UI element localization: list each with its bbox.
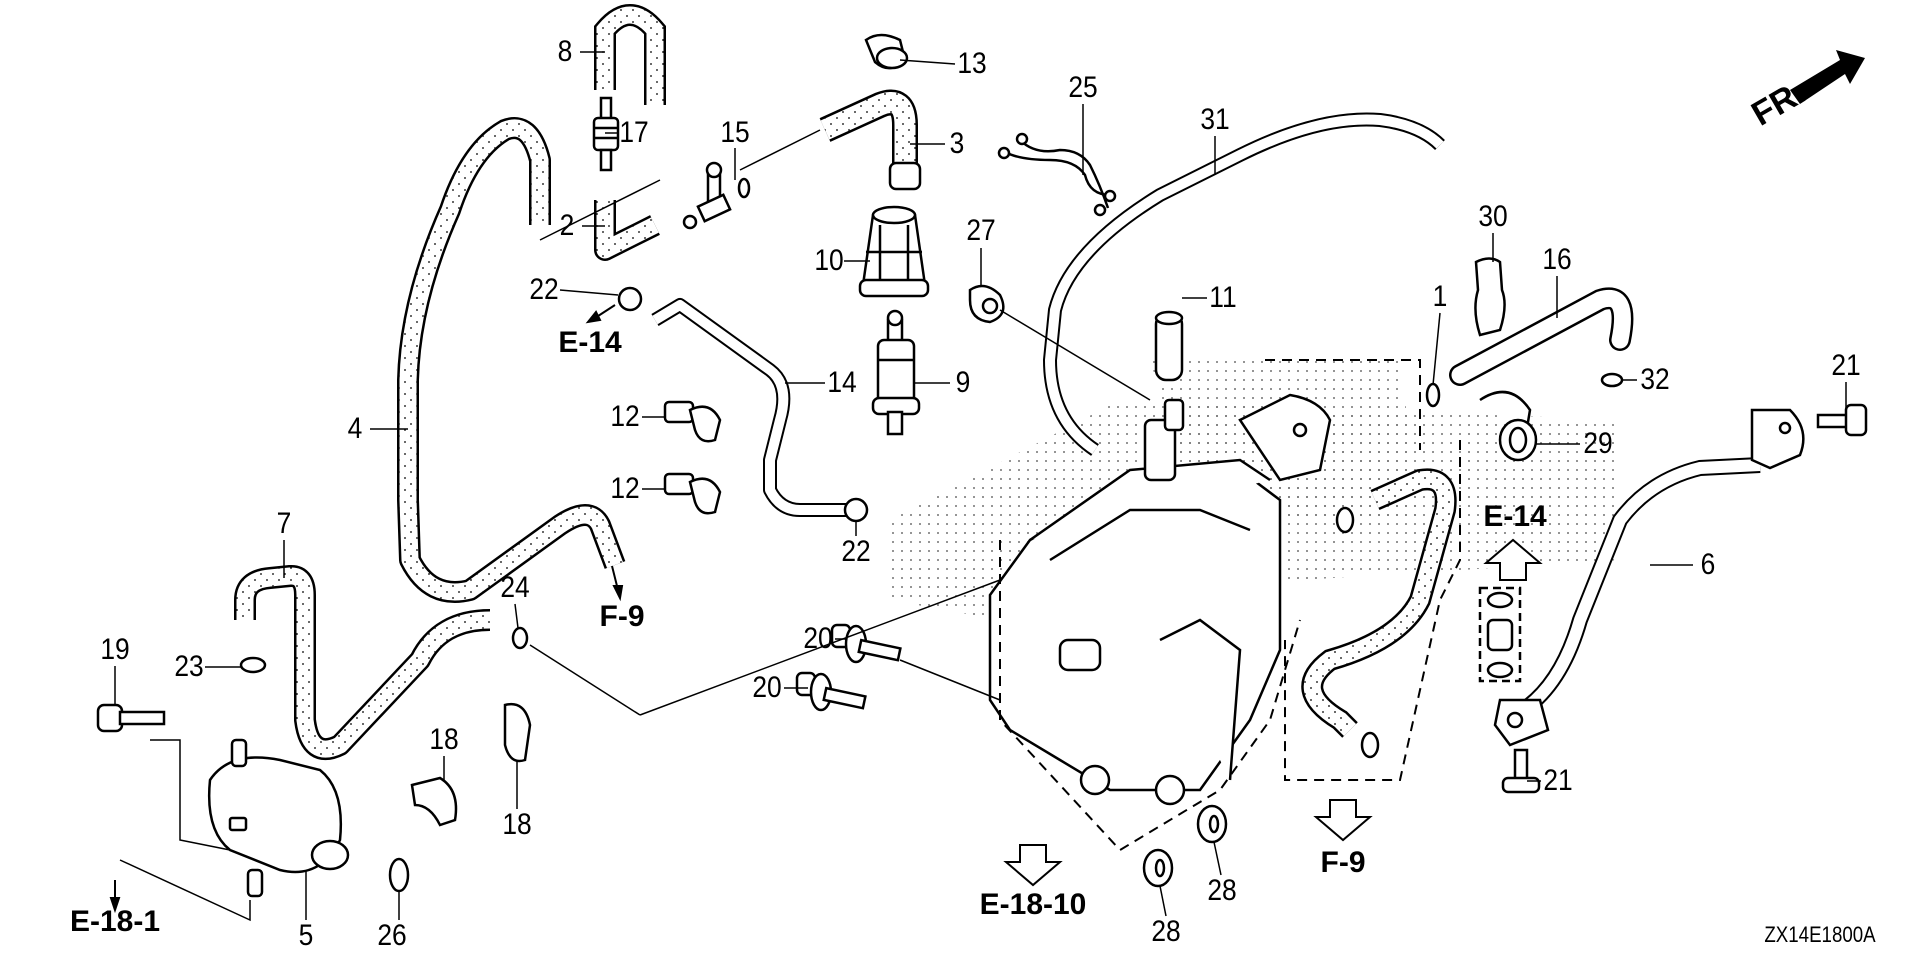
bolt-21-lower[interactable] [1501, 748, 1541, 794]
hose-6-end-fitting [1493, 408, 1805, 747]
hose-3[interactable] [819, 89, 922, 191]
washer-26[interactable] [388, 857, 410, 893]
callout-30[interactable]: 30 [1478, 200, 1508, 233]
section-ref-e18-10[interactable]: E-18-10 [979, 888, 1087, 921]
clip-18-b[interactable] [503, 702, 532, 763]
check-valve-17[interactable] [592, 96, 620, 172]
filter-cup-10[interactable] [858, 205, 930, 298]
callout-22-lower[interactable]: 22 [841, 535, 871, 568]
callout-10[interactable]: 10 [814, 244, 844, 277]
section-ref-e14-right[interactable]: E-14 [1483, 500, 1547, 533]
front-direction-arrow-icon [1790, 50, 1865, 104]
callout-32[interactable]: 32 [1640, 363, 1670, 396]
callout-28-b[interactable]: 28 [1207, 874, 1237, 907]
leader-lines [114, 51, 1847, 922]
callout-25[interactable]: 25 [1068, 71, 1098, 104]
callout-5[interactable]: 5 [298, 919, 314, 952]
callout-19[interactable]: 19 [100, 633, 130, 666]
hose-31[interactable] [1042, 112, 1445, 456]
callout-31[interactable]: 31 [1200, 103, 1230, 136]
callout-29[interactable]: 29 [1583, 427, 1613, 460]
clamp-22-upper[interactable] [617, 286, 643, 312]
reference-arrows [109, 304, 1543, 914]
callout-17[interactable]: 17 [619, 116, 649, 149]
clip-18-a[interactable] [410, 776, 458, 827]
callout-2[interactable]: 2 [559, 209, 575, 242]
callout-21-upper[interactable]: 21 [1831, 349, 1861, 382]
callout-27[interactable]: 27 [966, 214, 996, 247]
callout-24[interactable]: 24 [500, 571, 530, 604]
hose-7[interactable] [234, 565, 491, 761]
callout-4[interactable]: 4 [347, 412, 363, 445]
hose-f9-return [1301, 468, 1457, 738]
hose-14[interactable] [651, 298, 850, 517]
hose-8[interactable] [594, 4, 666, 105]
clamp-f9-lower [1360, 731, 1380, 759]
tube-11[interactable] [1154, 310, 1184, 382]
bolt-20-b[interactable] [795, 671, 867, 712]
clip-30[interactable] [1474, 257, 1506, 337]
section-ref-f9-upper[interactable]: F-9 [599, 600, 645, 633]
clamp-32[interactable] [1600, 372, 1624, 388]
callout-11[interactable]: 11 [1209, 281, 1237, 314]
hose-4[interactable] [397, 117, 626, 603]
clamp-f9-upper [1335, 506, 1355, 534]
section-ref-f9-lower[interactable]: F-9 [1320, 846, 1366, 879]
callout-18-a[interactable]: 18 [429, 723, 459, 756]
callout-13[interactable]: 13 [957, 47, 987, 80]
hose-16[interactable] [1449, 287, 1634, 386]
fuel-filter-9[interactable] [871, 309, 921, 436]
callout-18-b[interactable]: 18 [502, 808, 532, 841]
hose-2[interactable] [594, 200, 660, 261]
clamp-29[interactable] [1479, 390, 1538, 462]
callout-12-upper[interactable]: 12 [610, 400, 640, 433]
section-ref-e14-left[interactable]: E-14 [558, 326, 622, 359]
callout-20-b[interactable]: 20 [752, 671, 782, 704]
callout-8[interactable]: 8 [557, 35, 573, 68]
callout-1[interactable]: 1 [1432, 280, 1448, 313]
callout-20-a[interactable]: 20 [803, 622, 833, 655]
fitting-15[interactable] [682, 161, 751, 230]
callout-15[interactable]: 15 [720, 116, 750, 149]
bolt-19[interactable] [96, 703, 166, 733]
clamp-22-lower[interactable] [843, 497, 869, 523]
grommet-stack [1478, 586, 1522, 683]
callout-22-upper[interactable]: 22 [529, 273, 559, 306]
callout-23[interactable]: 23 [174, 650, 204, 683]
clamp-24[interactable] [511, 626, 529, 650]
clip-27[interactable] [968, 284, 1005, 324]
callout-3[interactable]: 3 [949, 127, 965, 160]
callout-7[interactable]: 7 [276, 507, 292, 540]
callout-28-a[interactable]: 28 [1151, 915, 1181, 948]
clamp-23[interactable] [239, 656, 267, 674]
callout-14[interactable]: 14 [827, 366, 857, 399]
grommet-28-b[interactable] [1196, 804, 1228, 844]
clip-12-upper[interactable] [663, 400, 722, 443]
section-ref-e18-1[interactable]: E-18-1 [69, 905, 161, 938]
dashed-group-boxes [999, 359, 1461, 852]
diagram-code: ZX14E1800A [1764, 922, 1876, 947]
clip-12-lower[interactable] [663, 472, 722, 515]
fuel-pump-5[interactable] [208, 738, 350, 898]
engine-block [988, 393, 1332, 806]
hose-6[interactable] [1510, 457, 1761, 722]
clip-13[interactable] [864, 33, 909, 70]
bolt-21[interactable] [1816, 403, 1868, 437]
callout-12-lower[interactable]: 12 [610, 472, 640, 505]
callout-26[interactable]: 26 [377, 919, 407, 952]
clamp-1[interactable] [1425, 382, 1441, 408]
callout-6[interactable]: 6 [1700, 548, 1716, 581]
callout-16[interactable]: 16 [1542, 243, 1572, 276]
grommet-28-a[interactable] [1142, 848, 1174, 888]
clip-25[interactable] [997, 132, 1117, 217]
callout-21-lower[interactable]: 21 [1543, 764, 1573, 797]
callout-9[interactable]: 9 [955, 366, 971, 399]
